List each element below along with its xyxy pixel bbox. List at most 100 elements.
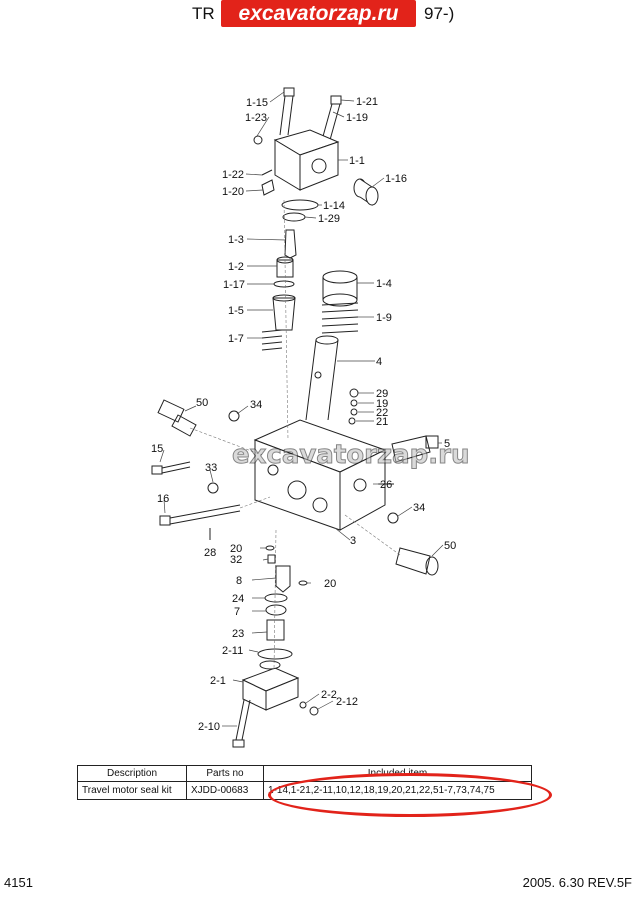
callout-label: 16 bbox=[157, 493, 169, 505]
callout-label: 1-16 bbox=[385, 173, 407, 185]
ring-7 bbox=[265, 604, 287, 616]
page-title-left: TR bbox=[192, 4, 215, 23]
plug-2-12 bbox=[309, 706, 319, 716]
plug-34-right bbox=[387, 512, 399, 524]
highlight-ellipse bbox=[268, 773, 552, 817]
spring-1-7 bbox=[261, 329, 283, 351]
plug-33 bbox=[207, 482, 219, 494]
plug-23 bbox=[266, 619, 285, 641]
leader-lines bbox=[159, 91, 444, 727]
callout-label: 2-11 bbox=[222, 645, 243, 657]
valve-5 bbox=[391, 435, 439, 463]
o-ring-1-14 bbox=[281, 199, 319, 211]
callout-label: 1-15 bbox=[246, 97, 268, 109]
block-1-1 bbox=[273, 129, 340, 191]
spool-8 bbox=[275, 565, 291, 593]
cover-2-1 bbox=[241, 660, 300, 711]
sleeve-1-2 bbox=[276, 259, 294, 278]
spring-1-9 bbox=[321, 302, 359, 334]
casing-3 bbox=[253, 419, 387, 531]
callout-label: 3 bbox=[350, 535, 356, 547]
pin-1-22 bbox=[261, 169, 273, 176]
callout-label: 32 bbox=[230, 554, 242, 566]
pin-32 bbox=[267, 554, 276, 564]
plug-1-16 bbox=[353, 178, 379, 206]
valve-50-right bbox=[395, 547, 439, 576]
o-ring-20-left bbox=[265, 545, 275, 551]
o-ring-20-right bbox=[298, 580, 308, 586]
callout-label: 1-19 bbox=[346, 112, 368, 124]
callout-label: 2-2 bbox=[321, 689, 337, 701]
callout-label: 1-20 bbox=[222, 186, 244, 198]
callout-label: 1-4 bbox=[376, 278, 392, 290]
callout-label: 1-3 bbox=[228, 234, 244, 246]
bolt-15 bbox=[151, 461, 191, 475]
callout-label: 19 bbox=[376, 398, 388, 410]
callout-label: 22 bbox=[376, 407, 388, 419]
callout-label: 21 bbox=[376, 416, 388, 428]
cell-parts-no: XJDD-00683 bbox=[186, 781, 264, 800]
callout-label: 50 bbox=[196, 397, 208, 409]
callout-label: 34 bbox=[413, 502, 425, 514]
o-ring-1-29 bbox=[282, 212, 306, 222]
callout-label: 1-7 bbox=[228, 333, 244, 345]
diagram-watermark: excavatorzap.ru bbox=[232, 440, 469, 470]
revision-label: 2005. 6.30 REV.5F bbox=[522, 875, 632, 890]
watermark-banner: excavatorzap.ru bbox=[221, 0, 416, 27]
plug-34-top bbox=[228, 410, 240, 422]
callout-label: 1-14 bbox=[323, 200, 345, 212]
bolt-2-10 bbox=[232, 699, 251, 748]
page-title-right: 97-) bbox=[424, 4, 455, 23]
callout-label: 2-1 bbox=[210, 675, 226, 687]
callout-label: 1-23 bbox=[245, 112, 267, 124]
pin-1-20 bbox=[261, 179, 275, 196]
cap-1-4 bbox=[322, 270, 358, 307]
o-ring-2-11 bbox=[257, 648, 293, 660]
callout-label: 2-10 bbox=[198, 721, 220, 733]
callout-label: 1-21 bbox=[356, 96, 378, 108]
callout-label: 1-1 bbox=[349, 155, 365, 167]
callout-label: 7 bbox=[234, 606, 240, 618]
page-number: 4151 bbox=[4, 875, 33, 890]
callout-label: 26 bbox=[380, 479, 392, 491]
callout-label: 8 bbox=[236, 575, 242, 587]
bolt-16 bbox=[159, 504, 241, 526]
plug-1-23 bbox=[253, 135, 263, 145]
callout-label: 1-9 bbox=[376, 312, 392, 324]
callout-label: 29 bbox=[376, 388, 388, 400]
callout-label: 1-2 bbox=[228, 261, 244, 273]
o-ring-1-17 bbox=[273, 280, 295, 288]
callout-label: 1-22 bbox=[222, 169, 244, 181]
spool-1-5 bbox=[272, 297, 296, 331]
spool-1-5-top bbox=[272, 294, 296, 302]
callout-label: 20 bbox=[230, 543, 242, 555]
header-parts-no: Parts no bbox=[186, 765, 264, 782]
sleeve-4 bbox=[305, 335, 339, 421]
o-ring-2-2 bbox=[299, 701, 307, 709]
callout-label: 34 bbox=[250, 399, 262, 411]
callout-label: 50 bbox=[444, 540, 456, 552]
callout-label: 1-29 bbox=[318, 213, 340, 225]
bolt-1-15 bbox=[279, 87, 295, 136]
callout-label: 15 bbox=[151, 443, 163, 455]
spool-1-3 bbox=[284, 229, 297, 259]
callout-label: 28 bbox=[204, 547, 216, 559]
callout-label: 33 bbox=[205, 462, 217, 474]
callout-label: 23 bbox=[232, 628, 244, 640]
callout-label: 1-17 bbox=[223, 279, 245, 291]
callout-label: 2-12 bbox=[336, 696, 358, 708]
ring-24 bbox=[264, 593, 288, 603]
callout-label: 4 bbox=[376, 356, 382, 368]
callout-label: 24 bbox=[232, 593, 244, 605]
valve-50-left bbox=[157, 399, 197, 437]
header-description: Description bbox=[77, 765, 187, 782]
plug-29-stack bbox=[348, 388, 359, 425]
callout-label: 5 bbox=[444, 438, 450, 450]
callout-label: 20 bbox=[324, 578, 336, 590]
callout-label: 1-5 bbox=[228, 305, 244, 317]
bolt-1-21 bbox=[321, 95, 342, 141]
centre-lines bbox=[189, 199, 401, 671]
cell-description: Travel motor seal kit bbox=[77, 781, 187, 800]
